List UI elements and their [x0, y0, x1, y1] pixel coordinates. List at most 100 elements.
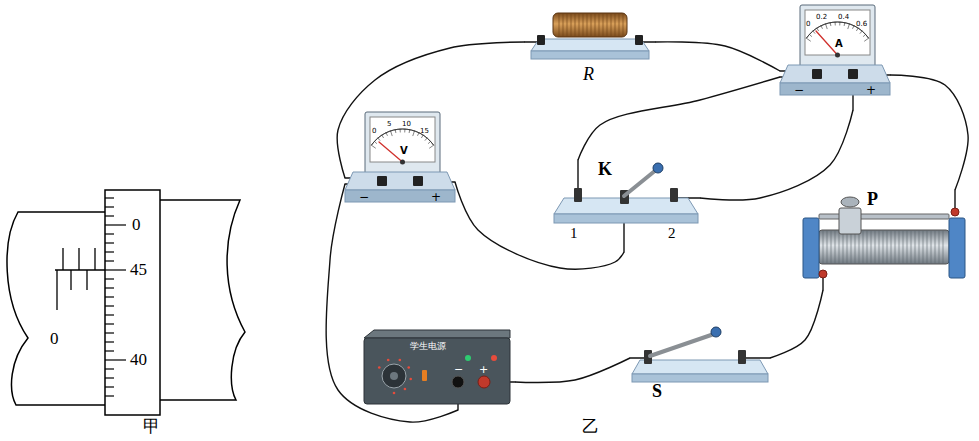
- scale-number: 0: [50, 330, 59, 347]
- terminal: [635, 35, 643, 45]
- meter-tick: [400, 129, 401, 132]
- wire-stub: [630, 357, 644, 358]
- resistor-winding: [575, 14, 576, 36]
- meter-tick: [386, 133, 387, 136]
- meter-tick: [382, 135, 384, 138]
- resistor-winding: [607, 14, 608, 36]
- coil-turn: [863, 231, 864, 263]
- thimble-tick: [105, 395, 114, 396]
- main-scale-tick: [86, 270, 87, 290]
- terminal-sign: +: [866, 84, 876, 96]
- knob-dot: [404, 388, 407, 391]
- scale-number: 15: [420, 128, 429, 135]
- terminal-sign: +: [479, 364, 488, 375]
- meter-case: [800, 5, 875, 67]
- wire-stub: [457, 388, 458, 410]
- thimble-tick: [105, 314, 114, 315]
- wire-stub: [421, 181, 455, 182]
- wire-stub: [954, 190, 955, 208]
- resistor-winding: [595, 14, 596, 36]
- meter-face: [370, 117, 435, 162]
- meter-tick: [409, 130, 411, 133]
- micrometer-spindle: [160, 200, 245, 400]
- scale-number: 0: [806, 21, 810, 28]
- scale-number: 5: [387, 121, 391, 128]
- main-scale-tick: [62, 248, 63, 270]
- supply-body: [364, 338, 510, 404]
- meter-base-front: [345, 190, 455, 202]
- coil-turn: [903, 231, 904, 263]
- coil-turn: [939, 231, 940, 263]
- thimble-tick: [105, 377, 114, 378]
- meter-tick: [821, 26, 822, 29]
- switch-pivot: [620, 190, 629, 204]
- power-supply-drawing: [360, 328, 515, 410]
- meter-tick: [830, 23, 832, 26]
- device-name: 学生电源: [410, 342, 446, 351]
- coil-turn: [831, 231, 832, 263]
- resistor-winding: [567, 14, 568, 36]
- meter-tick: [809, 34, 811, 36]
- resistor-winding: [615, 14, 616, 36]
- terminal-sign: −: [454, 364, 463, 375]
- main-scale-tick: [56, 270, 57, 310]
- thimble-tick: [105, 350, 114, 351]
- terminal: [452, 376, 464, 388]
- switch-blade: [650, 334, 714, 356]
- knife-switch-drawing: [552, 160, 700, 252]
- meter-tick: [860, 31, 862, 33]
- coil-turn: [827, 231, 828, 263]
- resistor-winding: [591, 14, 592, 36]
- indicator: [422, 370, 427, 381]
- scale-number: 40: [130, 351, 147, 368]
- thimble-tick: [105, 332, 114, 333]
- meter-tick: [413, 131, 415, 136]
- coil-turn: [911, 231, 912, 263]
- meter-symbol: A: [835, 39, 843, 49]
- thimble-tick: [105, 233, 114, 234]
- terminal: [377, 176, 387, 186]
- voltmeter: 051015V−+: [345, 112, 455, 212]
- switch-knob: [653, 163, 663, 173]
- meter-tick: [371, 145, 375, 148]
- meter-tick: [395, 130, 397, 133]
- meter-tick: [826, 24, 828, 29]
- coil-turn: [883, 231, 884, 263]
- terminal-number: 2: [668, 226, 676, 241]
- resistor-winding: [611, 14, 612, 36]
- terminal: [537, 35, 545, 45]
- switch-base: [554, 198, 698, 214]
- thimble-tick: [105, 359, 126, 360]
- wire: [890, 75, 968, 190]
- power-supply: 学生电源 − +: [360, 328, 515, 410]
- scale-number: 0: [372, 128, 376, 135]
- needle-pivot: [400, 160, 405, 165]
- resistor: R: [525, 5, 655, 87]
- meter-tick: [422, 135, 424, 138]
- scale-number: 0: [132, 216, 141, 233]
- coil-turn: [899, 231, 900, 263]
- terminal: [478, 376, 490, 388]
- thimble-tick: [105, 260, 114, 261]
- knob-dot: [393, 392, 396, 395]
- voltmeter-drawing: [345, 112, 455, 212]
- coil-turn: [943, 231, 944, 263]
- supply-knob: [382, 364, 406, 388]
- resistor-winding: [599, 14, 600, 36]
- meter-tick: [378, 138, 380, 140]
- scale-number: 0.2: [816, 14, 827, 21]
- meter-case: [365, 112, 440, 174]
- resistor-base: [531, 39, 649, 51]
- wire-stub: [345, 183, 379, 184]
- main-scale-tick: [94, 248, 95, 270]
- thimble-tick: [105, 206, 114, 207]
- knife-switch: K12: [552, 160, 700, 252]
- needle-pivot: [835, 53, 840, 58]
- wire: [770, 290, 823, 358]
- wire-stub: [577, 160, 578, 188]
- thimble-tick: [105, 251, 114, 252]
- thimble-tick: [105, 341, 114, 342]
- terminal: [738, 350, 746, 364]
